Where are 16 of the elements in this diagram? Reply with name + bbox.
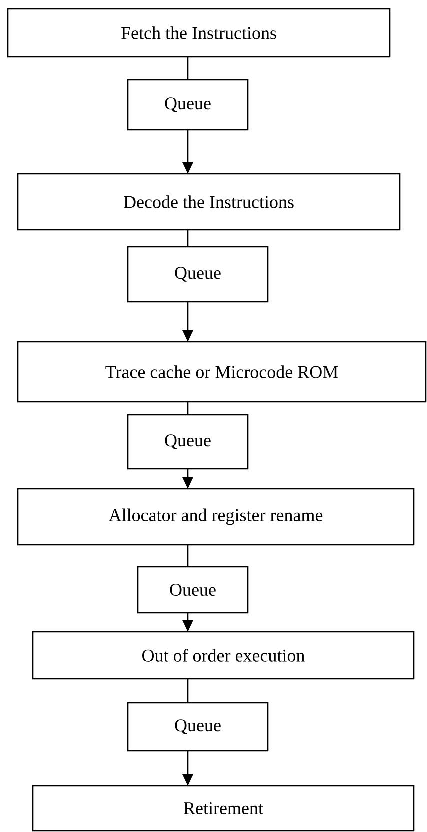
process-box: Queue [127,702,269,752]
connector-line [187,679,189,703]
process-box: Decode the Instructions [17,173,401,231]
process-box: Allocator and register rename [17,488,415,546]
process-box: Out of order execution [32,631,415,680]
process-box: Fetch the Instructions [7,8,391,58]
connector-line [187,402,189,415]
connector-line [187,57,189,80]
connector-line [187,545,189,567]
process-box: Trace cache or Microcode ROM [17,341,427,403]
process-box: Queue [127,246,269,303]
process-box: Queue [127,414,249,470]
process-box: Queue [127,79,249,131]
process-box: Oueue [137,566,249,614]
process-box: Retirement [32,785,415,832]
connector-line [187,230,189,247]
